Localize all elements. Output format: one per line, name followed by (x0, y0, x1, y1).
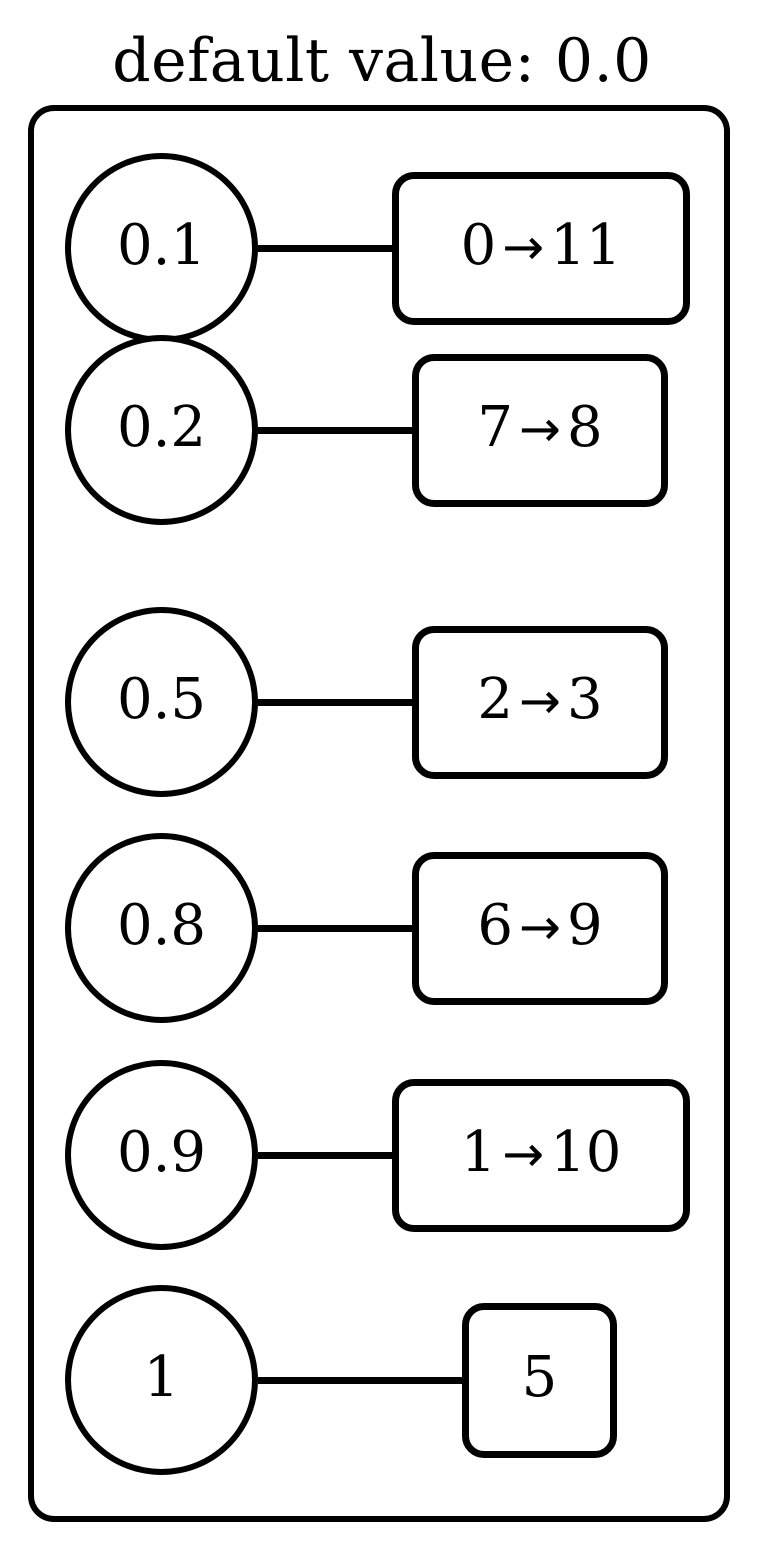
value-source: 5 (521, 1345, 558, 1410)
value-target: 11 (550, 213, 622, 278)
value-target: 9 (566, 893, 603, 958)
key-node[interactable]: 0.5 (65, 607, 258, 797)
value-source: 2 (477, 667, 514, 732)
value-label: 0→11 (461, 218, 622, 274)
value-label: 2→3 (477, 672, 602, 728)
right-arrow-icon: → (519, 400, 561, 458)
value-label: 5 (522, 1350, 558, 1406)
value-node[interactable]: 7→8 (412, 353, 668, 507)
value-label: 1→10 (461, 1125, 622, 1181)
value-label: 6→9 (477, 898, 602, 954)
value-source: 1 (460, 1120, 497, 1185)
value-list-container (28, 105, 730, 1522)
key-label: 0.9 (116, 1120, 207, 1185)
key-label: 1 (143, 1345, 180, 1410)
value-node[interactable]: 0→11 (392, 171, 690, 325)
key-label: 0.2 (116, 395, 207, 460)
key-node[interactable]: 0.1 (65, 153, 258, 343)
connector-line (258, 925, 412, 932)
value-label: 7→8 (477, 400, 602, 456)
right-arrow-icon: → (519, 898, 561, 956)
key-node[interactable]: 0.9 (65, 1060, 258, 1250)
value-target: 3 (566, 667, 603, 732)
value-node[interactable]: 2→3 (412, 625, 668, 779)
connector-line (258, 1152, 392, 1159)
value-node[interactable]: 5 (462, 1302, 617, 1458)
key-node[interactable]: 0.8 (65, 833, 258, 1023)
connector-line (258, 245, 392, 252)
right-arrow-icon: → (502, 1125, 545, 1183)
key-node[interactable]: 1 (65, 1285, 258, 1475)
connector-line (258, 427, 412, 434)
page-title: default value: 0.0 (112, 26, 652, 96)
value-node[interactable]: 1→10 (392, 1078, 690, 1232)
value-source: 7 (477, 395, 514, 460)
right-arrow-icon: → (502, 218, 545, 276)
value-source: 0 (460, 213, 497, 278)
key-label: 0.8 (116, 893, 207, 958)
value-node[interactable]: 6→9 (412, 851, 668, 1005)
value-target: 10 (550, 1120, 622, 1185)
value-target: 8 (566, 395, 603, 460)
value-source: 6 (477, 893, 514, 958)
key-label: 0.5 (116, 667, 207, 732)
connector-line (258, 699, 412, 706)
key-node[interactable]: 0.2 (65, 335, 258, 525)
key-label: 0.1 (116, 213, 207, 278)
right-arrow-icon: → (519, 672, 561, 730)
connector-line (258, 1377, 462, 1384)
